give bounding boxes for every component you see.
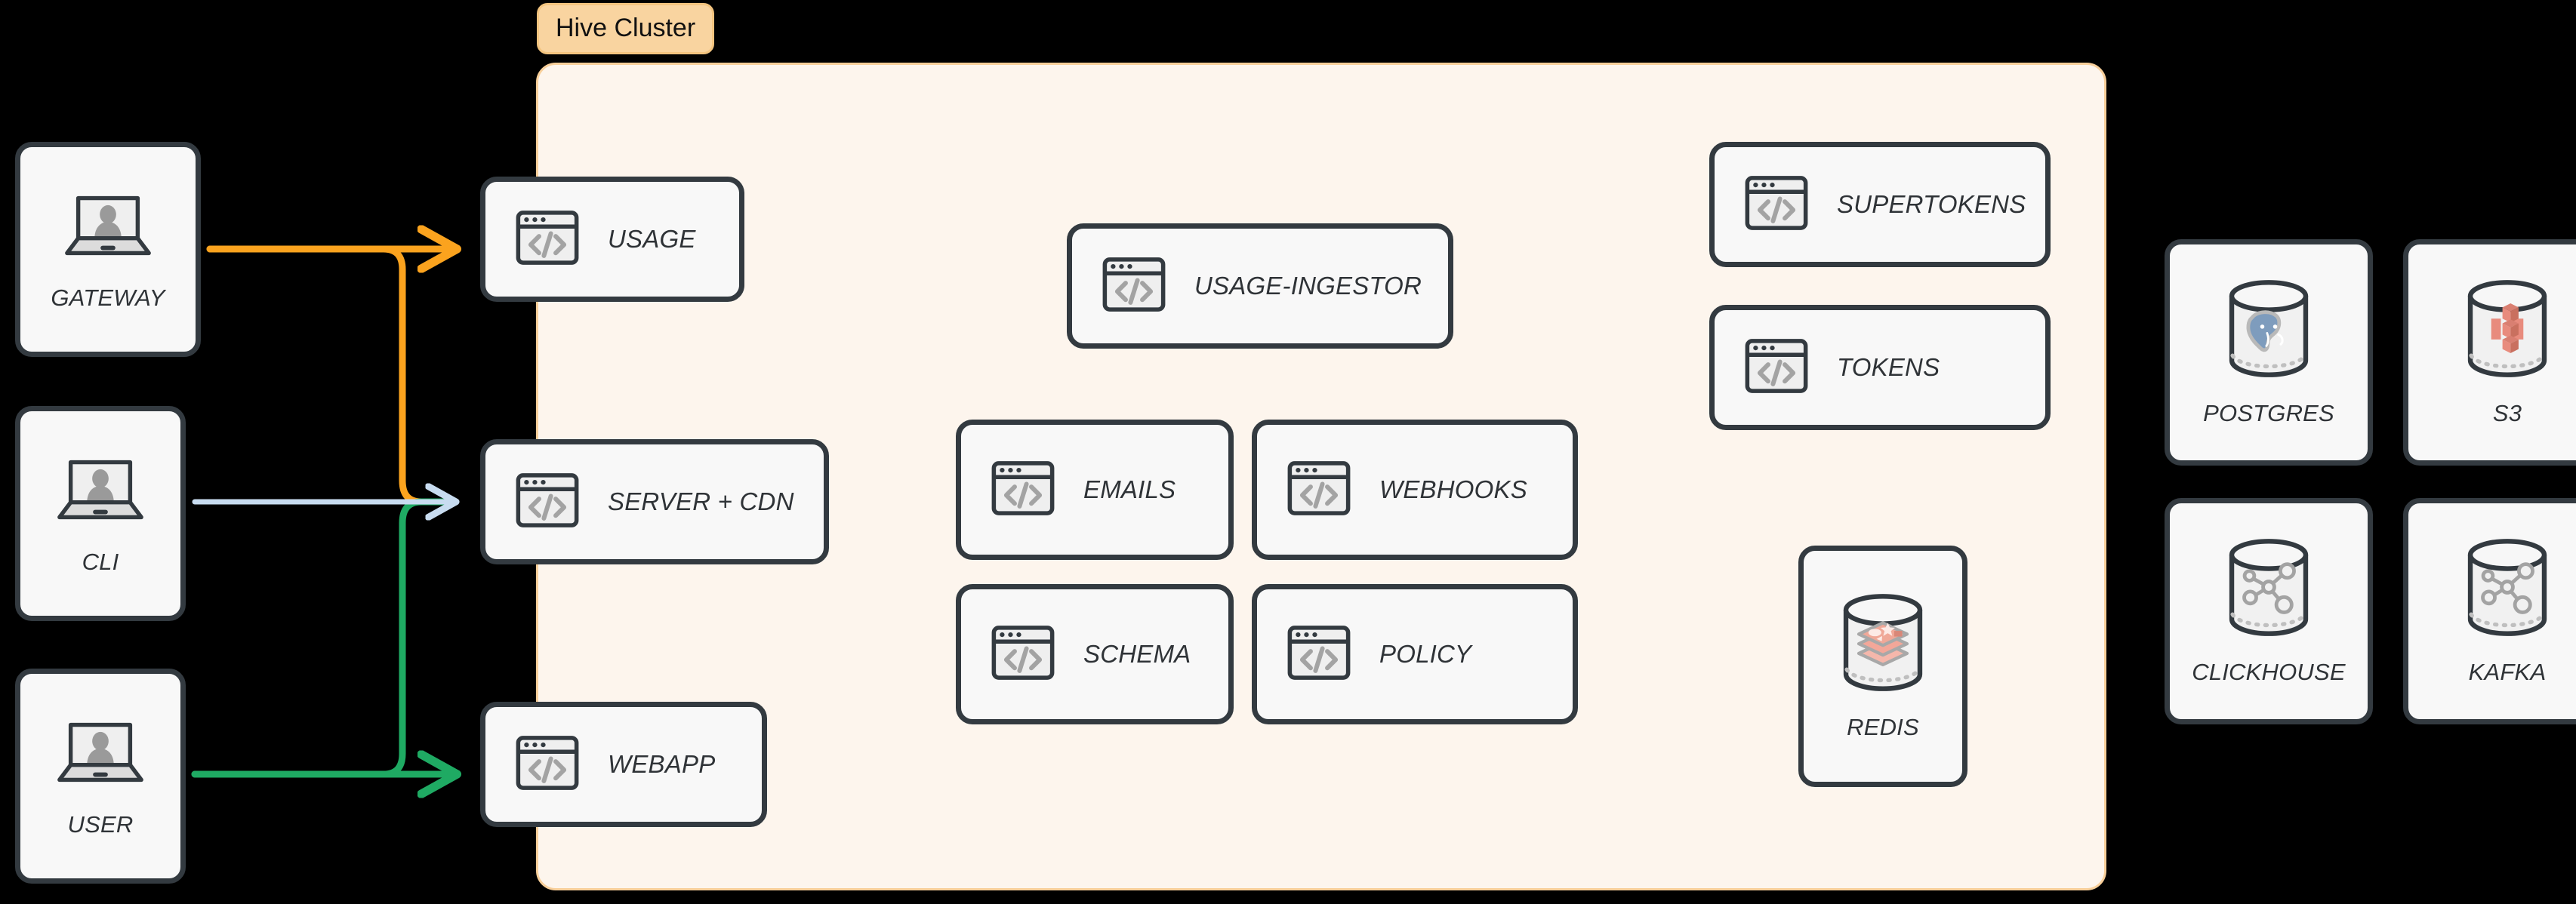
edge-service-node-label: SERVER + CDN xyxy=(608,487,794,515)
datastore-node-kafka[interactable]: KAFKA xyxy=(2403,498,2576,724)
code-window-icon xyxy=(1284,618,1354,691)
code-window-icon xyxy=(516,210,579,265)
cluster-service-node-emails[interactable]: EMAILS xyxy=(956,420,1234,560)
cluster-service-node-webhooks[interactable]: WEBHOOKS xyxy=(1252,420,1578,560)
client-node-label: CLI xyxy=(82,549,119,575)
laptop-user-icon xyxy=(52,714,149,793)
wire-user-to-server-cdn xyxy=(191,498,457,778)
cluster-service-node-label: SCHEMA xyxy=(1083,640,1191,668)
client-node-user[interactable]: USER xyxy=(15,669,186,884)
redis-db-icon xyxy=(1835,592,1931,696)
datastore-node-postgres[interactable]: POSTGRES xyxy=(2165,239,2373,466)
code-window-icon xyxy=(988,454,1058,527)
laptop-user-icon xyxy=(57,722,143,783)
s3-db-icon xyxy=(2467,279,2547,377)
laptop-user-icon xyxy=(52,451,149,530)
cluster-service-node-label: EMAILS xyxy=(1083,475,1176,503)
hive-cluster-badge: Hive Cluster xyxy=(537,3,715,54)
wire-gateway-to-server-cdn xyxy=(206,245,457,506)
client-node-gateway[interactable]: GATEWAY xyxy=(15,142,201,357)
datastore-node-label: KAFKA xyxy=(2468,658,2547,685)
cluster-service-node-label: WEBHOOKS xyxy=(1379,475,1527,503)
cluster-service-node-label: USAGE-INGESTOR xyxy=(1194,272,1422,300)
datastore-node-clickhouse[interactable]: CLICKHOUSE xyxy=(2165,498,2373,724)
code-window-icon xyxy=(988,618,1058,691)
code-window-icon xyxy=(1287,625,1351,680)
datastore-node-label: CLICKHOUSE xyxy=(2192,658,2346,685)
code-window-icon xyxy=(1742,168,1811,241)
code-window-icon xyxy=(1099,250,1169,323)
cluster-service-node-policy[interactable]: POLICY xyxy=(1252,584,1578,724)
code-window-icon xyxy=(1287,460,1351,515)
client-node-label: USER xyxy=(67,811,134,838)
code-window-icon xyxy=(1284,454,1354,527)
code-window-icon xyxy=(1745,338,1808,393)
nodegraph-db-icon xyxy=(2229,538,2309,636)
datastore-node-s3[interactable]: S3 xyxy=(2403,239,2576,466)
code-window-icon xyxy=(991,460,1055,515)
cluster-service-node-redis[interactable]: REDIS xyxy=(1798,546,1967,787)
code-window-icon xyxy=(1102,257,1166,312)
nodegraph-db-icon xyxy=(2467,538,2547,636)
code-window-icon xyxy=(513,203,582,276)
redis-db-icon xyxy=(1843,593,1923,691)
laptop-user-icon xyxy=(57,460,143,520)
code-window-icon xyxy=(513,466,582,539)
nodegraph-db-icon xyxy=(2220,537,2317,641)
client-node-cli[interactable]: CLI xyxy=(15,406,186,621)
cluster-service-node-label: TOKENS xyxy=(1837,353,1940,381)
code-window-icon xyxy=(516,735,579,790)
cluster-service-node-supertokens[interactable]: SUPERTOKENS xyxy=(1709,142,2051,267)
cluster-service-node-label: SUPERTOKENS xyxy=(1837,190,2026,218)
code-window-icon xyxy=(513,728,582,801)
nodegraph-db-icon xyxy=(2459,537,2556,641)
cluster-service-node-schema[interactable]: SCHEMA xyxy=(956,584,1234,724)
postgres-db-icon xyxy=(2229,279,2309,377)
cluster-service-node-label: REDIS xyxy=(1847,713,1919,740)
code-window-icon xyxy=(516,472,579,527)
laptop-user-icon xyxy=(60,187,156,266)
postgres-db-icon xyxy=(2220,278,2317,382)
edge-service-node-label: USAGE xyxy=(608,225,696,253)
cluster-service-node-usage-ingestor[interactable]: USAGE-INGESTOR xyxy=(1067,223,1453,349)
edge-service-node-label: WEBAPP xyxy=(608,750,716,778)
code-window-icon xyxy=(991,625,1055,680)
datastore-node-label: POSTGRES xyxy=(2203,399,2334,426)
edge-service-node-webapp[interactable]: WEBAPP xyxy=(480,702,767,827)
s3-db-icon xyxy=(2459,278,2556,382)
code-window-icon xyxy=(1742,331,1811,404)
datastore-node-label: S3 xyxy=(2492,399,2522,426)
client-node-label: GATEWAY xyxy=(51,284,165,311)
cluster-service-node-label: POLICY xyxy=(1379,640,1472,668)
edge-service-node-server-cdn[interactable]: SERVER + CDN xyxy=(480,439,829,564)
edge-service-node-usage[interactable]: USAGE xyxy=(480,177,744,302)
laptop-user-icon xyxy=(65,195,151,256)
code-window-icon xyxy=(1745,175,1808,230)
cluster-service-node-tokens[interactable]: TOKENS xyxy=(1709,305,2051,430)
